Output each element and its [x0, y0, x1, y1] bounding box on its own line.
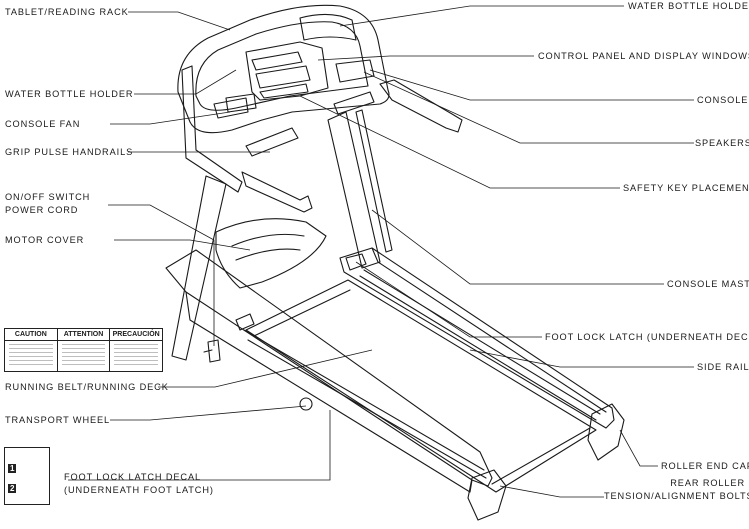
label-console: CONSOLE	[697, 95, 749, 105]
leader-console	[369, 69, 694, 101]
label-grip-pulse-handrails: GRIP PULSE HANDRAILS	[5, 147, 134, 157]
warning-precaucion: PRECAUCIÓN	[110, 329, 163, 371]
decal-step-1: 1	[8, 464, 17, 473]
warning-precaucion-text	[114, 344, 159, 368]
label-control-panel: CONTROL PANEL AND DISPLAY WINDOWS	[538, 51, 749, 61]
warning-precaucion-heading: PRECAUCIÓN	[110, 329, 163, 341]
decal-step-2: 2	[8, 484, 17, 493]
leader-transport-wheel	[110, 405, 307, 421]
label-console-fan: CONSOLE FAN	[5, 119, 81, 129]
label-console-mast: CONSOLE MAST	[667, 279, 749, 289]
label-foot-lock-latch: FOOT LOCK LATCH (UNDERNEATH DECK)	[545, 332, 749, 342]
leader-tablet	[128, 11, 231, 31]
console-mast-right	[327, 111, 381, 269]
warning-caution: CAUTION	[5, 329, 58, 371]
transport-wheel	[299, 397, 313, 411]
water-bottle-holder-right	[299, 13, 357, 41]
leader-console-fan	[110, 111, 231, 125]
leader-side-rail	[469, 349, 694, 368]
leader-speakers	[363, 71, 694, 144]
motor-cover	[215, 218, 327, 289]
running-belt	[245, 279, 597, 493]
leader-rear-roller	[499, 485, 604, 498]
leader-water-right	[339, 5, 624, 27]
label-rear-roller: REAR ROLLER TENSION/ALIGNMENT BOLTS	[604, 478, 749, 501]
leader-water-left	[134, 69, 237, 95]
console-fan	[213, 97, 249, 119]
console-mast-left	[171, 175, 227, 361]
roller-end-cap-right	[587, 403, 625, 461]
warning-attention-heading: ATTENTION	[57, 329, 110, 341]
label-tablet-reading-rack: TABLET/READING RACK	[5, 7, 129, 17]
label-speakers: SPEAKERS	[695, 138, 749, 148]
deck-left-rail	[165, 249, 493, 487]
right-handle	[379, 79, 463, 133]
label-running-belt: RUNNING BELT/RUNNING DECK	[5, 382, 169, 392]
left-handle	[181, 65, 243, 193]
on-off-switch	[207, 339, 221, 363]
label-foot-lock-latch-decal: FOOT LOCK LATCH DECAL (UNDERNEATH FOOT L…	[64, 472, 214, 495]
label-on-off-switch: ON/OFF SWITCH POWER CORD	[5, 192, 91, 215]
label-water-bottle-holder-right: WATER BOTTLE HOLDER	[628, 1, 749, 11]
leader-foot-lock	[355, 261, 542, 338]
leader-control-panel	[317, 55, 534, 61]
grip-pulse-left	[245, 127, 299, 157]
warning-caution-text	[9, 344, 53, 368]
foot-lock-latch-decal-box: 1 2	[4, 447, 50, 505]
leader-roller-cap	[619, 429, 658, 467]
warning-caution-heading: CAUTION	[5, 329, 57, 341]
leader-motor-cover	[114, 239, 251, 251]
warning-attention-text	[61, 344, 106, 368]
speakers	[335, 59, 375, 83]
leader-decal	[68, 410, 331, 481]
control-panel	[245, 41, 329, 101]
foot-lock-latch	[345, 253, 367, 271]
label-transport-wheel: TRANSPORT WHEEL	[5, 415, 111, 425]
warning-attention: ATTENTION	[57, 329, 111, 371]
grip-pulse-right	[333, 91, 375, 115]
console-hood	[177, 4, 390, 134]
warning-label: CAUTION ATTENTION PRECAUCIÓN	[4, 328, 163, 372]
leader-running-belt	[158, 349, 373, 388]
roller-end-cap-left	[467, 469, 507, 521]
label-water-bottle-holder-left: WATER BOTTLE HOLDER	[5, 89, 134, 99]
leader-safety-key	[299, 95, 620, 189]
leader-on-off	[108, 204, 215, 346]
label-side-rail: SIDE RAIL	[697, 362, 749, 372]
leader-console-mast	[371, 209, 664, 285]
label-motor-cover: MOTOR COVER	[5, 235, 85, 245]
label-safety-key: SAFETY KEY PLACEMENT	[623, 183, 749, 193]
label-roller-end-cap: ROLLER END CAP	[661, 461, 749, 471]
